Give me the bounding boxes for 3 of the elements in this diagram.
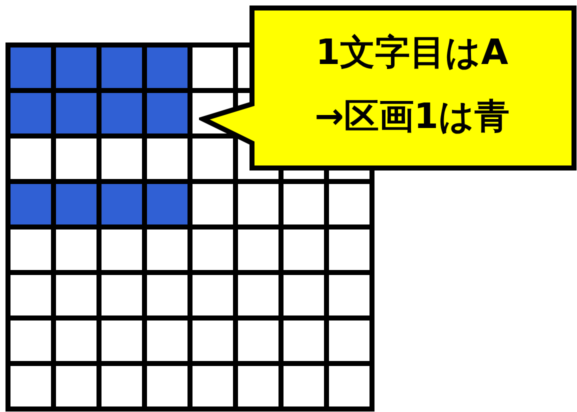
callout-text: →区画1は青 [314,97,510,137]
speech-bubble [199,5,577,171]
callout-text: 1文字目はA [314,33,510,73]
